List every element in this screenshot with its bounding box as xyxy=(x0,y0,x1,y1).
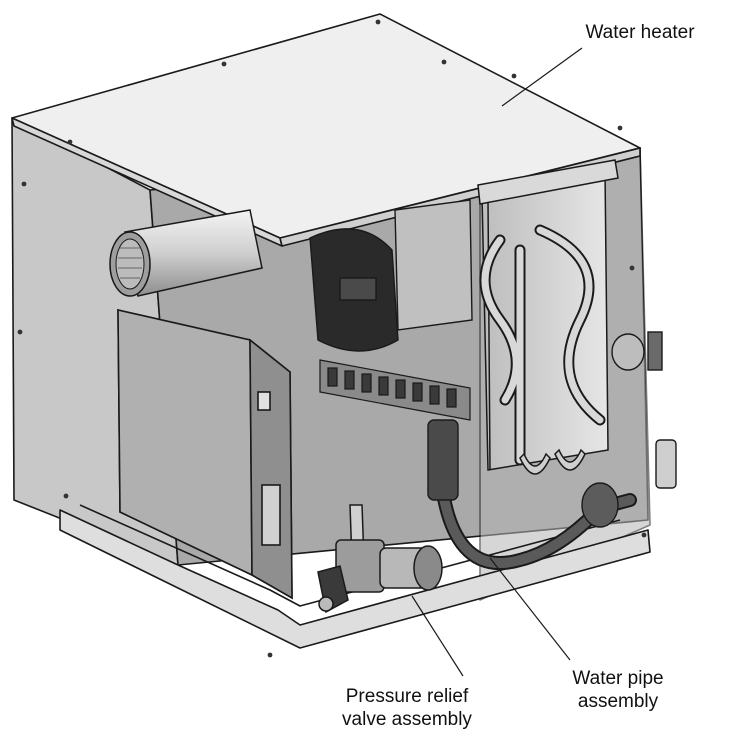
leader-water-heater xyxy=(501,47,583,107)
label-water-pipe-line2: assembly xyxy=(577,691,659,712)
wall-fittings xyxy=(611,331,677,489)
label-water-pipe-line1: Water pipe xyxy=(572,668,664,689)
control-box-icon xyxy=(117,308,293,600)
label-water-heater-text: Water heater xyxy=(585,22,695,43)
burner-manifold xyxy=(319,359,471,421)
blower-fan xyxy=(309,199,473,352)
screw-holes xyxy=(17,19,647,658)
water-pipe-icon xyxy=(427,419,637,571)
base-tray-inner xyxy=(79,504,621,607)
label-pressure-relief: Pressure relief valve assembly xyxy=(318,685,496,731)
label-pressure-relief-line2: valve assembly xyxy=(342,709,472,730)
label-pressure-relief-line1: Pressure relief xyxy=(345,686,469,707)
leader-water-pipe xyxy=(489,557,571,661)
pressure-relief-valve-icon xyxy=(317,504,443,614)
heat-exchanger-icon xyxy=(477,159,619,475)
label-water-pipe: Water pipe assembly xyxy=(548,667,688,713)
leader-lines xyxy=(411,47,583,677)
base-tray xyxy=(59,509,651,649)
leader-pressure-relief xyxy=(411,595,464,677)
label-water-heater: Water heater xyxy=(560,21,720,44)
exhaust-vent-icon xyxy=(109,209,263,297)
